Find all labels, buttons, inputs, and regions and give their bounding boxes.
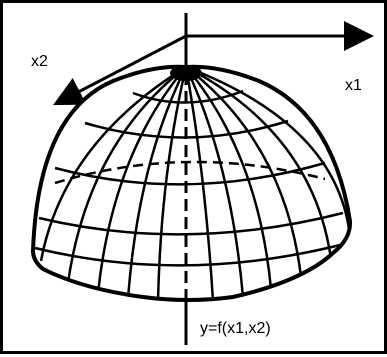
meridian-line — [185, 66, 303, 278]
surface-dome — [30, 64, 353, 302]
meridian-line — [39, 66, 187, 262]
parallel-ring — [34, 241, 349, 267]
y-axis-label: y=f(x1,x2) — [200, 320, 271, 337]
meridian-line — [184, 66, 245, 298]
meridian-line — [185, 66, 333, 260]
x2-axis — [53, 34, 187, 106]
x1-axis-label: x1 — [345, 77, 362, 94]
x2-axis-label: x2 — [31, 53, 48, 70]
meridian-line — [156, 66, 188, 301]
meridian-line — [184, 66, 215, 301]
hidden-ring-dashed — [54, 160, 326, 185]
meridian-line — [126, 66, 188, 300]
parallel-ring — [38, 211, 344, 236]
meridian-line — [66, 66, 187, 284]
paraboloid-diagram — [30, 13, 374, 345]
meridian-line — [185, 66, 273, 290]
parallel-ring — [54, 161, 326, 186]
meridian-line — [185, 66, 351, 230]
meridian-line — [96, 66, 187, 294]
